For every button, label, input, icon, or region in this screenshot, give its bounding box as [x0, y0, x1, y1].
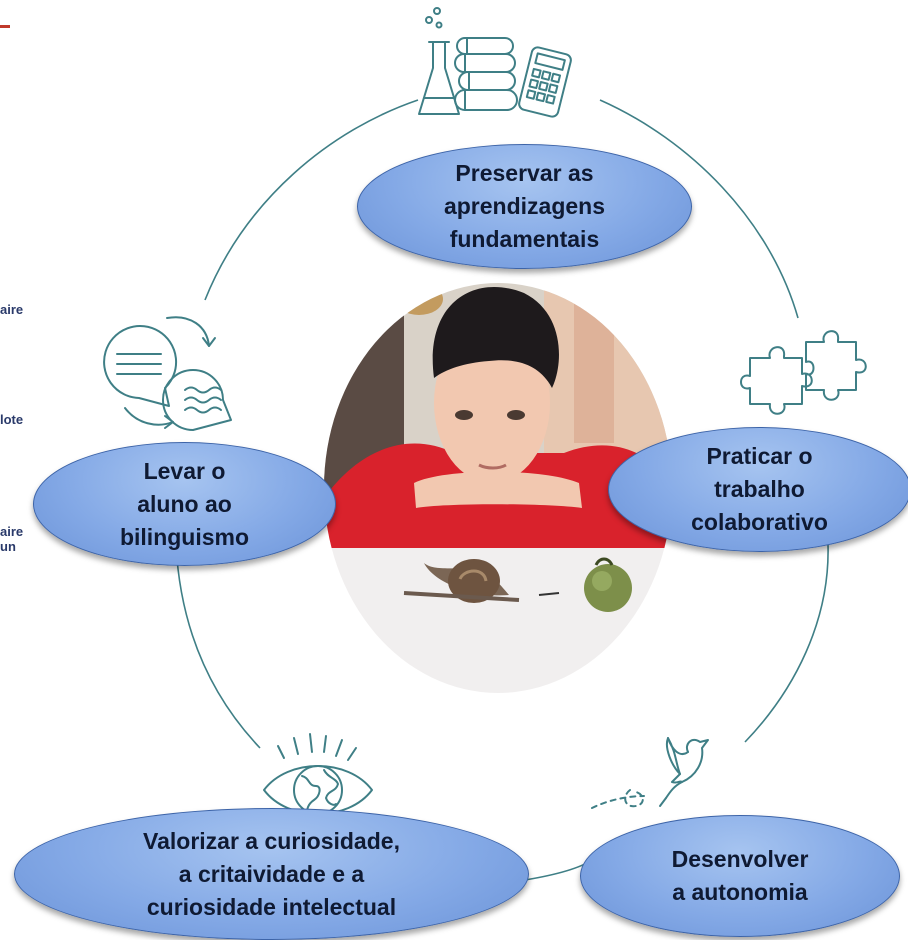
science-books-calculator-icon [418, 7, 572, 118]
red-mark [0, 25, 10, 28]
node-autonomia: Desenvolver a autonomia [580, 815, 900, 937]
node-curiosidade-label: Valorizar a curiosidade, a critaividade … [143, 827, 400, 920]
arc-top-left [204, 99, 419, 301]
side-fragment-2: lote [0, 412, 24, 427]
node-autonomia-label: Desenvolver a autonomia [671, 846, 809, 905]
node-bilinguismo-label: Levar o aluno ao bilinguismo [119, 457, 250, 550]
node-preservar: Preservar as aprendizagens fundamentais [357, 144, 692, 269]
node-bilinguismo: Levar o aluno ao bilinguismo [33, 442, 336, 566]
node-curiosidade: Valorizar a curiosidade, a critaividade … [14, 808, 529, 940]
chat-bubbles-icon [103, 316, 232, 431]
node-preservar-label: Preservar as aprendizagens fundamentais [443, 160, 606, 252]
node-colaborativo-label: Praticar o trabalho colaborativo [691, 443, 828, 535]
arc-right-lower [744, 544, 829, 743]
puzzle-pieces-icon [740, 330, 867, 415]
arc-left-lower [175, 544, 261, 749]
arc-top-right [599, 99, 799, 319]
bird-icon [591, 737, 709, 809]
side-fragment-3: aire un [0, 524, 24, 554]
side-fragment-1: aire [0, 302, 24, 317]
node-colaborativo: Praticar o trabalho colaborativo [608, 427, 908, 552]
